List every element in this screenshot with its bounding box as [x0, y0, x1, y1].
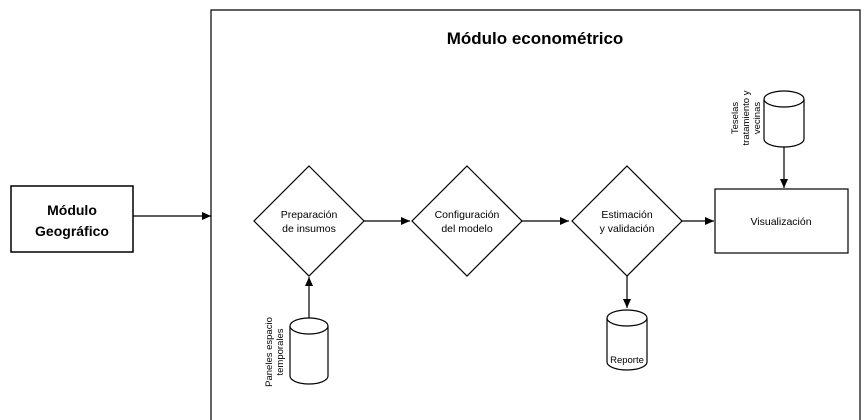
visualization-box[interactable]: [714, 188, 849, 254]
tiles-label-line1: Teselas: [730, 102, 741, 134]
estim-label-line2: y validación: [600, 223, 655, 235]
econometric-module-frame: [210, 9, 861, 420]
tiles-label-line3: vecinas: [752, 102, 763, 134]
diamond-prep[interactable]: [253, 165, 365, 277]
prep-label-line1: Preparación: [281, 209, 338, 221]
diamond-estim[interactable]: [571, 165, 683, 277]
datastore-report[interactable]: [606, 309, 648, 371]
config-label-line2: del modelo: [441, 223, 493, 235]
panels-label-line1: Paneles espacio: [264, 317, 275, 387]
geo-module-label-line2: Geográfico: [35, 223, 109, 239]
report-label: Reporte: [610, 355, 644, 366]
tiles-label-line2: tratamiento y: [741, 90, 752, 145]
prep-label-line2: de insumos: [282, 223, 336, 235]
config-label-line1: Configuración: [435, 209, 500, 221]
datastore-panels[interactable]: [289, 317, 329, 385]
geo-module-label-line1: Módulo: [47, 202, 97, 218]
diamond-config[interactable]: [411, 165, 523, 277]
panels-label-line2: temporales: [275, 328, 286, 375]
geo-module-box[interactable]: [10, 185, 134, 253]
module-title: Módulo econométrico: [447, 29, 624, 48]
visualization-label: Visualización: [750, 216, 811, 228]
datastore-tiles[interactable]: [763, 90, 805, 148]
estim-label-line1: Estimación: [601, 209, 653, 221]
